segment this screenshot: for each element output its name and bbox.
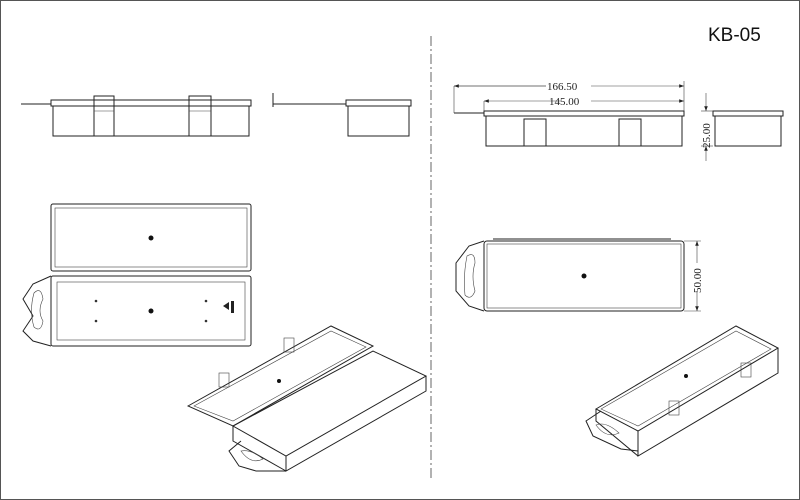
dimension-width: 50.00 [692, 268, 704, 293]
dimension-box-length: 145.00 [549, 96, 580, 108]
side-view-closed [701, 93, 784, 161]
model-title: KB-05 [708, 25, 761, 46]
isometric-open [186, 325, 428, 472]
top-view-closed [455, 238, 701, 312]
front-view-open [21, 95, 252, 137]
recycle-icon [223, 301, 234, 313]
front-view-closed [453, 81, 685, 147]
dimension-height: 25.00 [701, 123, 713, 148]
side-view-open [272, 93, 412, 137]
dimension-overall-length: 166.50 [547, 81, 578, 93]
isometric-closed [585, 325, 780, 457]
top-view-open [22, 203, 252, 347]
